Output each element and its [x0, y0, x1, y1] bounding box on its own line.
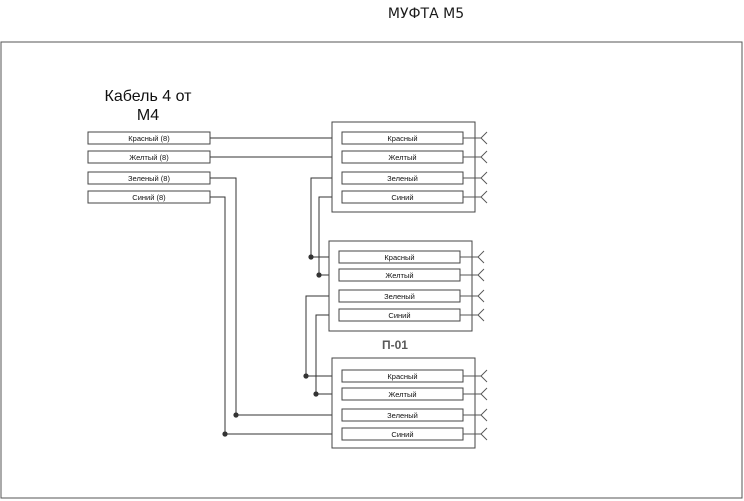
wire-junction	[308, 254, 314, 260]
connector-fork	[463, 387, 488, 401]
block-fiber: Зеленый	[341, 408, 488, 422]
block-fiber: Зеленый	[338, 289, 485, 303]
block-fiber-label: Зеленый	[387, 411, 418, 420]
source-fiber-box	[87, 131, 211, 145]
source-fiber-box	[87, 150, 211, 164]
diagram-title: МУФТА М5	[388, 6, 464, 22]
source-fiber-box	[87, 190, 211, 204]
source-fiber-box	[87, 171, 211, 185]
wire	[305, 295, 342, 377]
block-fiber-label: Зеленый	[384, 292, 415, 301]
connector-fork	[460, 268, 485, 282]
wire-junction	[303, 373, 309, 379]
block-fiber-label: Желтый	[388, 390, 416, 399]
connector-fork	[463, 150, 488, 164]
cable-label-line1: Кабель 4 от	[105, 88, 193, 105]
connector-fork	[463, 171, 488, 185]
block-fiber: Красный	[341, 131, 488, 145]
connector-fork	[460, 289, 485, 303]
block-fiber-label: Красный	[387, 134, 417, 143]
connector-fork	[463, 131, 488, 145]
block-fiber-label: Желтый	[388, 153, 416, 162]
block-fiber: Синий	[341, 427, 488, 441]
connector-fork	[460, 308, 485, 322]
source-fiber-label: Желтый (8)	[129, 153, 169, 162]
block-fiber: Желтый	[338, 268, 485, 282]
source-fiber: Желтый (8)	[87, 150, 211, 164]
wire-junction	[233, 412, 239, 418]
wires-layer	[210, 134, 342, 438]
block-fiber-label: Синий	[388, 311, 410, 320]
block-fiber: Синий	[341, 190, 488, 204]
source-fiber-label: Красный (8)	[128, 134, 170, 143]
diagram-frame	[0, 41, 743, 499]
source-fiber-label: Синий (8)	[132, 193, 166, 202]
boxes-layer: Красный (8) Желтый (8) Зеленый (8) Синий (8…	[87, 121, 488, 449]
block-fiber: Зеленый	[341, 171, 488, 185]
wire	[210, 177, 342, 416]
block-fiber-label: Синий	[391, 430, 413, 439]
wire-junction	[313, 391, 319, 397]
connector-fork	[463, 427, 488, 441]
source-fiber: Зеленый (8)	[87, 171, 211, 185]
block-fiber-label: Зеленый	[387, 174, 418, 183]
block-fiber: Желтый	[341, 387, 488, 401]
wire	[210, 196, 342, 435]
wire-junction	[222, 431, 228, 437]
connector-fork	[463, 190, 488, 204]
wire	[315, 314, 342, 395]
block-fiber: Красный	[338, 250, 485, 264]
block-fiber-label: Синий	[391, 193, 413, 202]
cable-label-line2: М4	[137, 107, 159, 124]
wire	[310, 177, 342, 258]
source-fiber-label: Зеленый (8)	[128, 174, 170, 183]
block-fiber-label: Желтый	[385, 271, 413, 280]
block-fiber: Синий	[338, 308, 485, 322]
block-fiber: Желтый	[341, 150, 488, 164]
block-fiber-label: Красный	[387, 372, 417, 381]
block-fiber-label: Красный	[384, 253, 414, 262]
block-fiber: Красный	[341, 369, 488, 383]
source-fiber: Синий (8)	[87, 190, 211, 204]
source-fiber: Красный (8)	[87, 131, 211, 145]
wire-junction	[316, 272, 322, 278]
connector-fork	[463, 408, 488, 422]
connector-fork	[460, 250, 485, 264]
block-label-fragment-3: П-01	[382, 338, 408, 352]
connector-fork	[463, 369, 488, 383]
